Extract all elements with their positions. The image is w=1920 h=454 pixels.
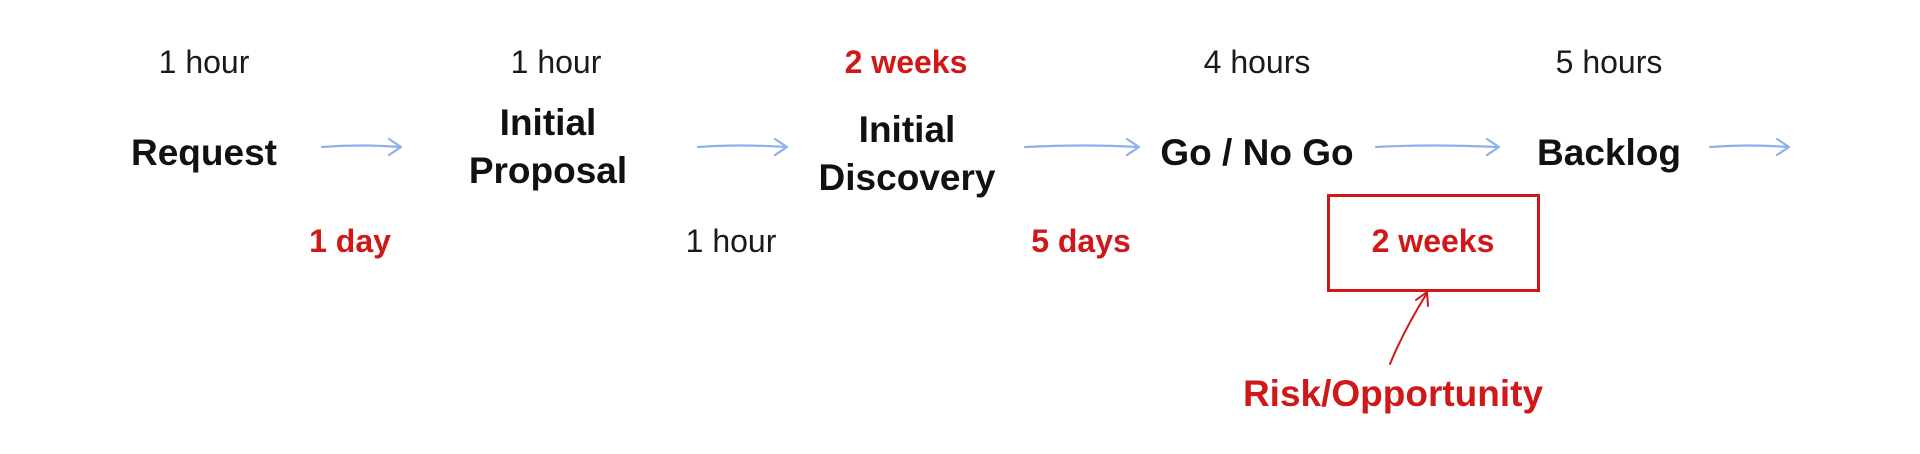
- step-request: Request: [131, 129, 277, 177]
- step-request-label: Request: [131, 132, 277, 173]
- duration-initial-discovery: 2 weeks: [844, 44, 968, 80]
- duration-request: 1 hour: [158, 44, 250, 80]
- step-go-no-go-label: Go / No Go: [1160, 132, 1354, 173]
- wait-proposal-to-discovery: 1 hour: [685, 223, 777, 259]
- risk-opportunity-label: Risk/Opportunity: [1242, 373, 1544, 414]
- duration-go-no-go: 4 hours: [1203, 44, 1311, 80]
- arrow-request-to-proposal: [320, 137, 403, 157]
- duration-backlog: 5 hours: [1555, 44, 1663, 80]
- arrow-backlog-out: [1708, 137, 1791, 157]
- step-go-no-go: Go / No Go: [1160, 129, 1353, 177]
- step-backlog-label: Backlog: [1537, 132, 1681, 173]
- arrow-proposal-to-discovery: [696, 137, 789, 157]
- wait-request-to-proposal: 1 day: [309, 223, 391, 259]
- step-initial-discovery-line2: Discovery: [818, 157, 996, 199]
- step-initial-proposal-line1: Initial: [499, 102, 597, 143]
- step-initial-proposal-line2: Proposal: [468, 150, 628, 192]
- wait-go-no-go-to-backlog: 2 weeks: [1371, 223, 1495, 259]
- risk-callout-box: [1327, 194, 1540, 292]
- step-initial-discovery: Initial Discovery: [819, 106, 996, 202]
- wait-discovery-to-go-no-go: 5 days: [1031, 223, 1131, 259]
- step-backlog: Backlog: [1537, 129, 1681, 177]
- step-initial-proposal: Initial Proposal: [469, 99, 627, 195]
- arrow-discovery-to-go-no-go: [1023, 137, 1141, 157]
- duration-initial-proposal: 1 hour: [510, 44, 602, 80]
- arrow-go-no-go-to-backlog: [1374, 137, 1501, 157]
- callout-pointer-arrow: [1389, 290, 1429, 365]
- step-initial-discovery-line1: Initial: [858, 109, 956, 150]
